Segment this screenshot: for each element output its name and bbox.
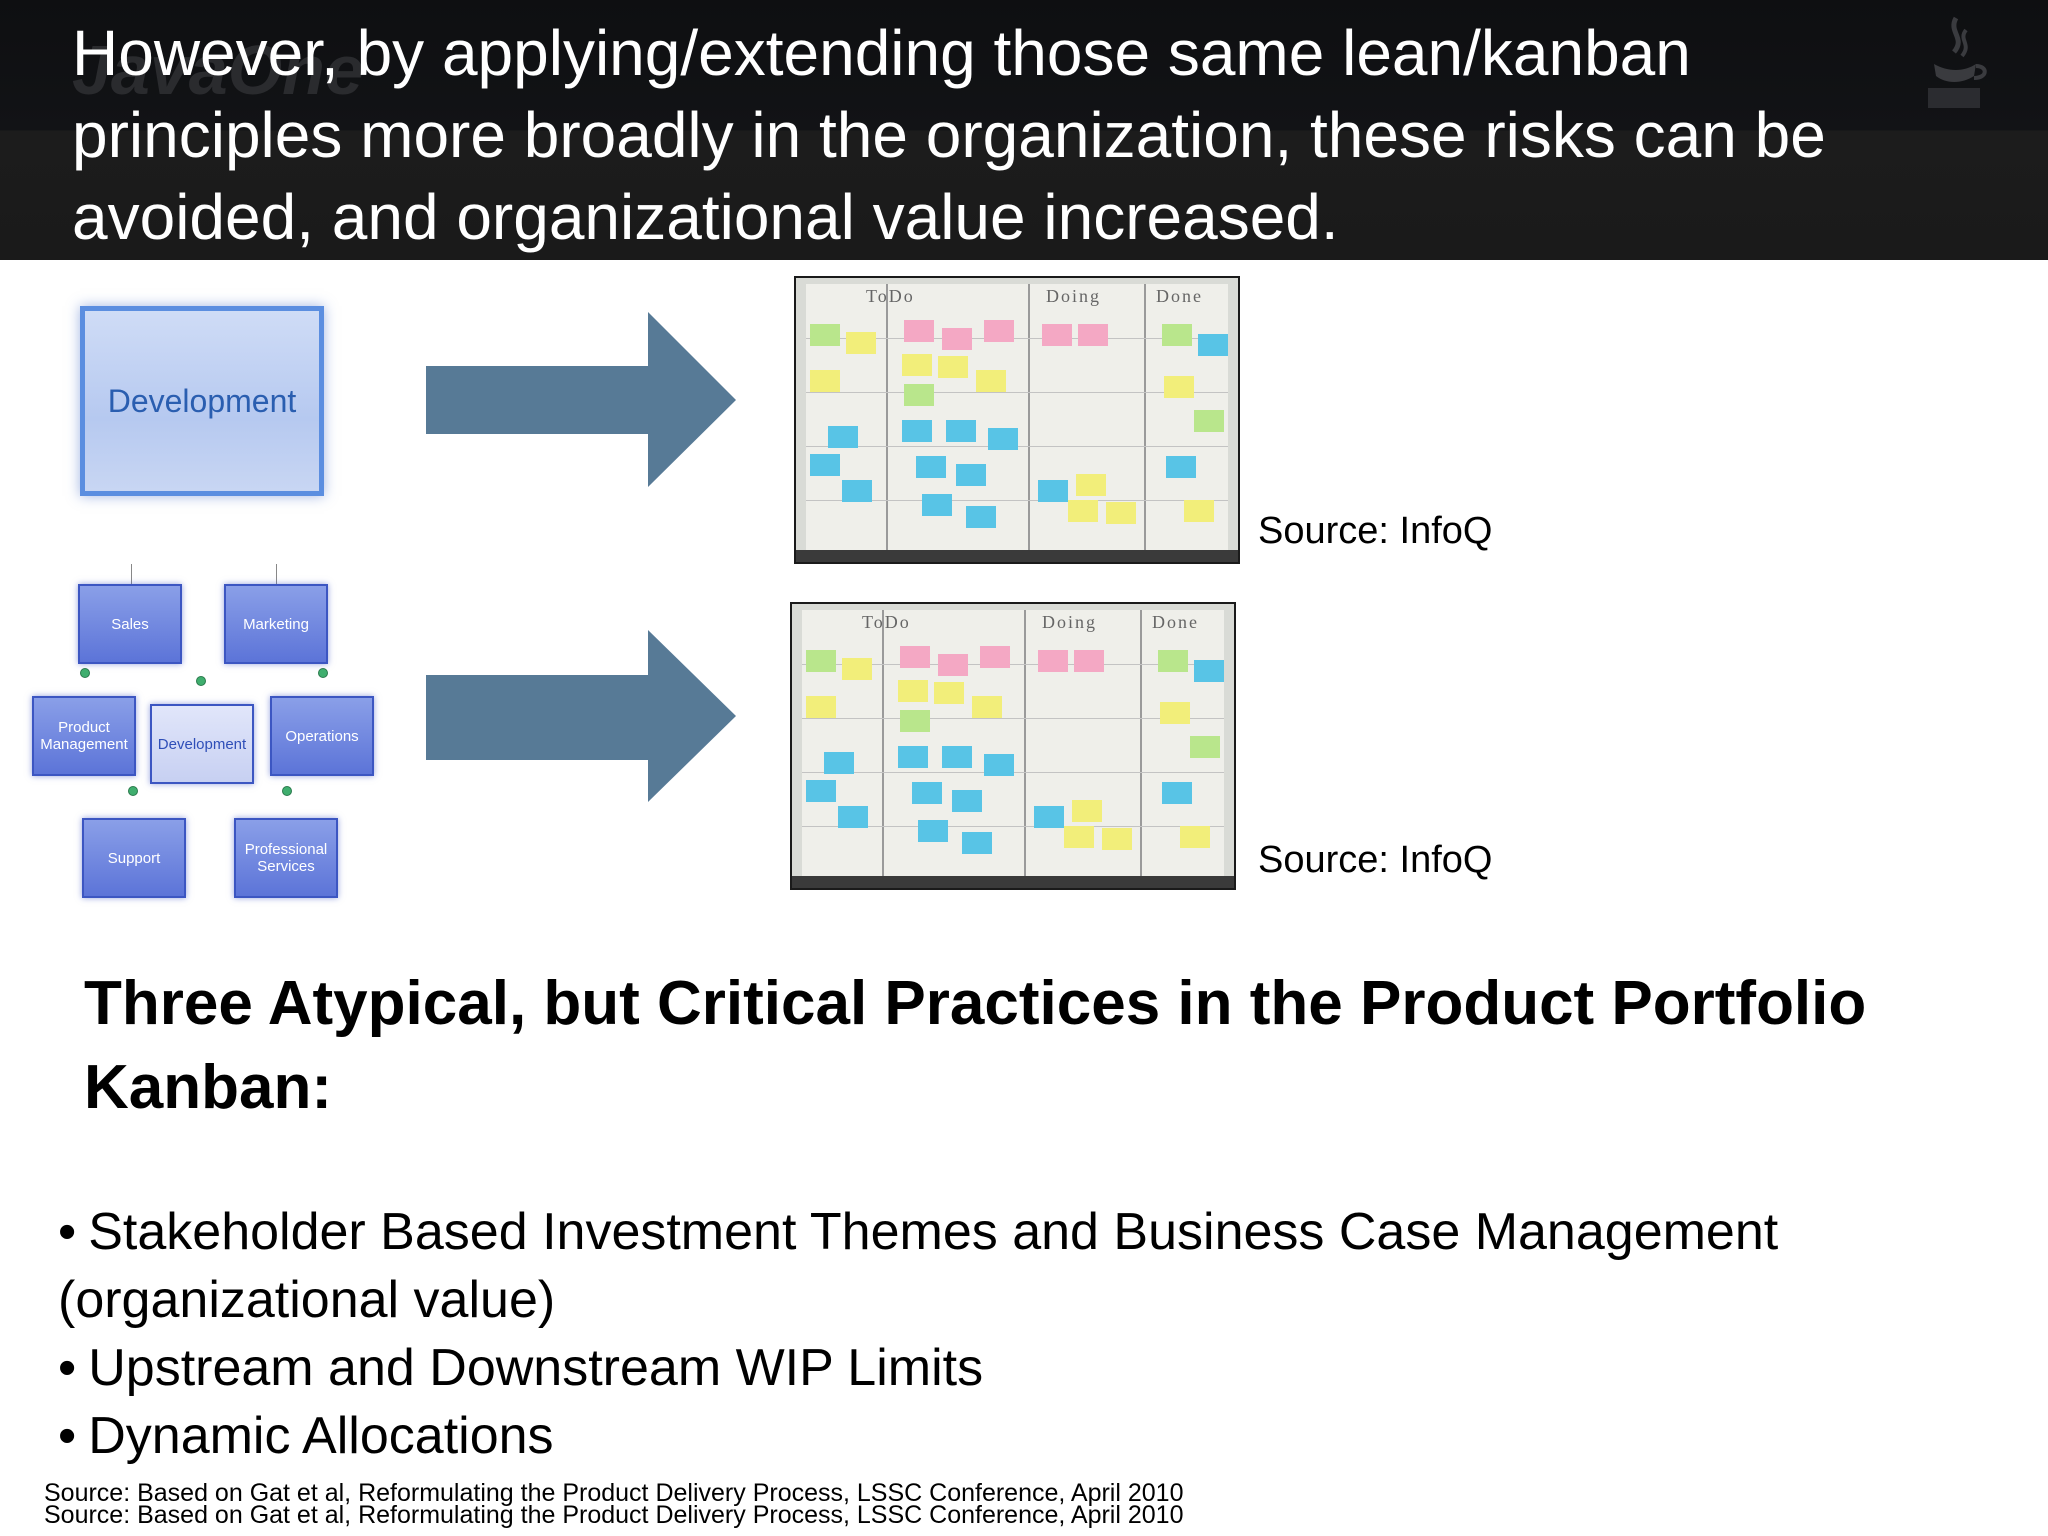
bullet-icon: • [58, 1407, 77, 1465]
kanban-column-doing: Doing [1042, 612, 1097, 632]
bullet-icon: • [58, 1339, 77, 1397]
slide-header: JavaOne However, by applying/extending t… [0, 0, 2048, 260]
kanban-column-todo: ToDo [866, 286, 915, 306]
connector-dot [196, 676, 206, 686]
bullet-text: Dynamic Allocations [88, 1407, 554, 1465]
source-caption: Source: InfoQ [1258, 510, 1493, 552]
arrow-right-icon [426, 630, 736, 802]
bullet-icon: • [58, 1203, 77, 1261]
arrow-right-icon [426, 312, 736, 487]
connector-dot [318, 668, 328, 678]
connector-dot [80, 668, 90, 678]
bullet-item: •Stakeholder Based Investment Themes and… [58, 1198, 2018, 1334]
org-node-support: Support [82, 818, 186, 898]
kanban-column-todo: ToDo [862, 612, 911, 632]
org-node-operations: Operations [270, 696, 374, 776]
org-node-marketing: Marketing [224, 584, 328, 664]
org-chart: Sales Marketing Product Management Devel… [28, 560, 388, 900]
bullet-list: •Stakeholder Based Investment Themes and… [58, 1198, 2018, 1470]
bullet-text: Stakeholder Based Investment Themes and … [58, 1203, 1779, 1329]
source-caption: Source: InfoQ [1258, 839, 1493, 881]
java-logo-icon [1928, 16, 1987, 108]
kanban-board-photo: ToDo Doing Done [790, 602, 1236, 890]
bullet-item: •Dynamic Allocations [58, 1402, 2018, 1470]
development-box: Development [80, 306, 324, 496]
bullet-text: Upstream and Downstream WIP Limits [88, 1339, 984, 1397]
slide-title: However, by applying/extending those sam… [72, 17, 1826, 253]
org-node-development: Development [150, 704, 254, 784]
kanban-column-done: Done [1152, 612, 1199, 632]
kanban-board-photo: ToDo Doing Done [794, 276, 1240, 564]
conference-watermark: JavaOne [72, 31, 364, 109]
connector-dot [128, 786, 138, 796]
connector-dot [282, 786, 292, 796]
org-node-sales: Sales [78, 584, 182, 664]
kanban-column-doing: Doing [1046, 286, 1101, 306]
kanban-column-done: Done [1156, 286, 1203, 306]
org-node-product-management: Product Management [32, 696, 136, 776]
section-heading: Three Atypical, but Critical Practices i… [84, 969, 1867, 1122]
bullet-item: •Upstream and Downstream WIP Limits [58, 1334, 2018, 1402]
footer-source: Source: Based on Gat et al, Reformulatin… [44, 1501, 1184, 1529]
footer-source: Source: Based on Gat et al, Reformulatin… [44, 1479, 1184, 1507]
org-node-professional-services: Professional Services [234, 818, 338, 898]
